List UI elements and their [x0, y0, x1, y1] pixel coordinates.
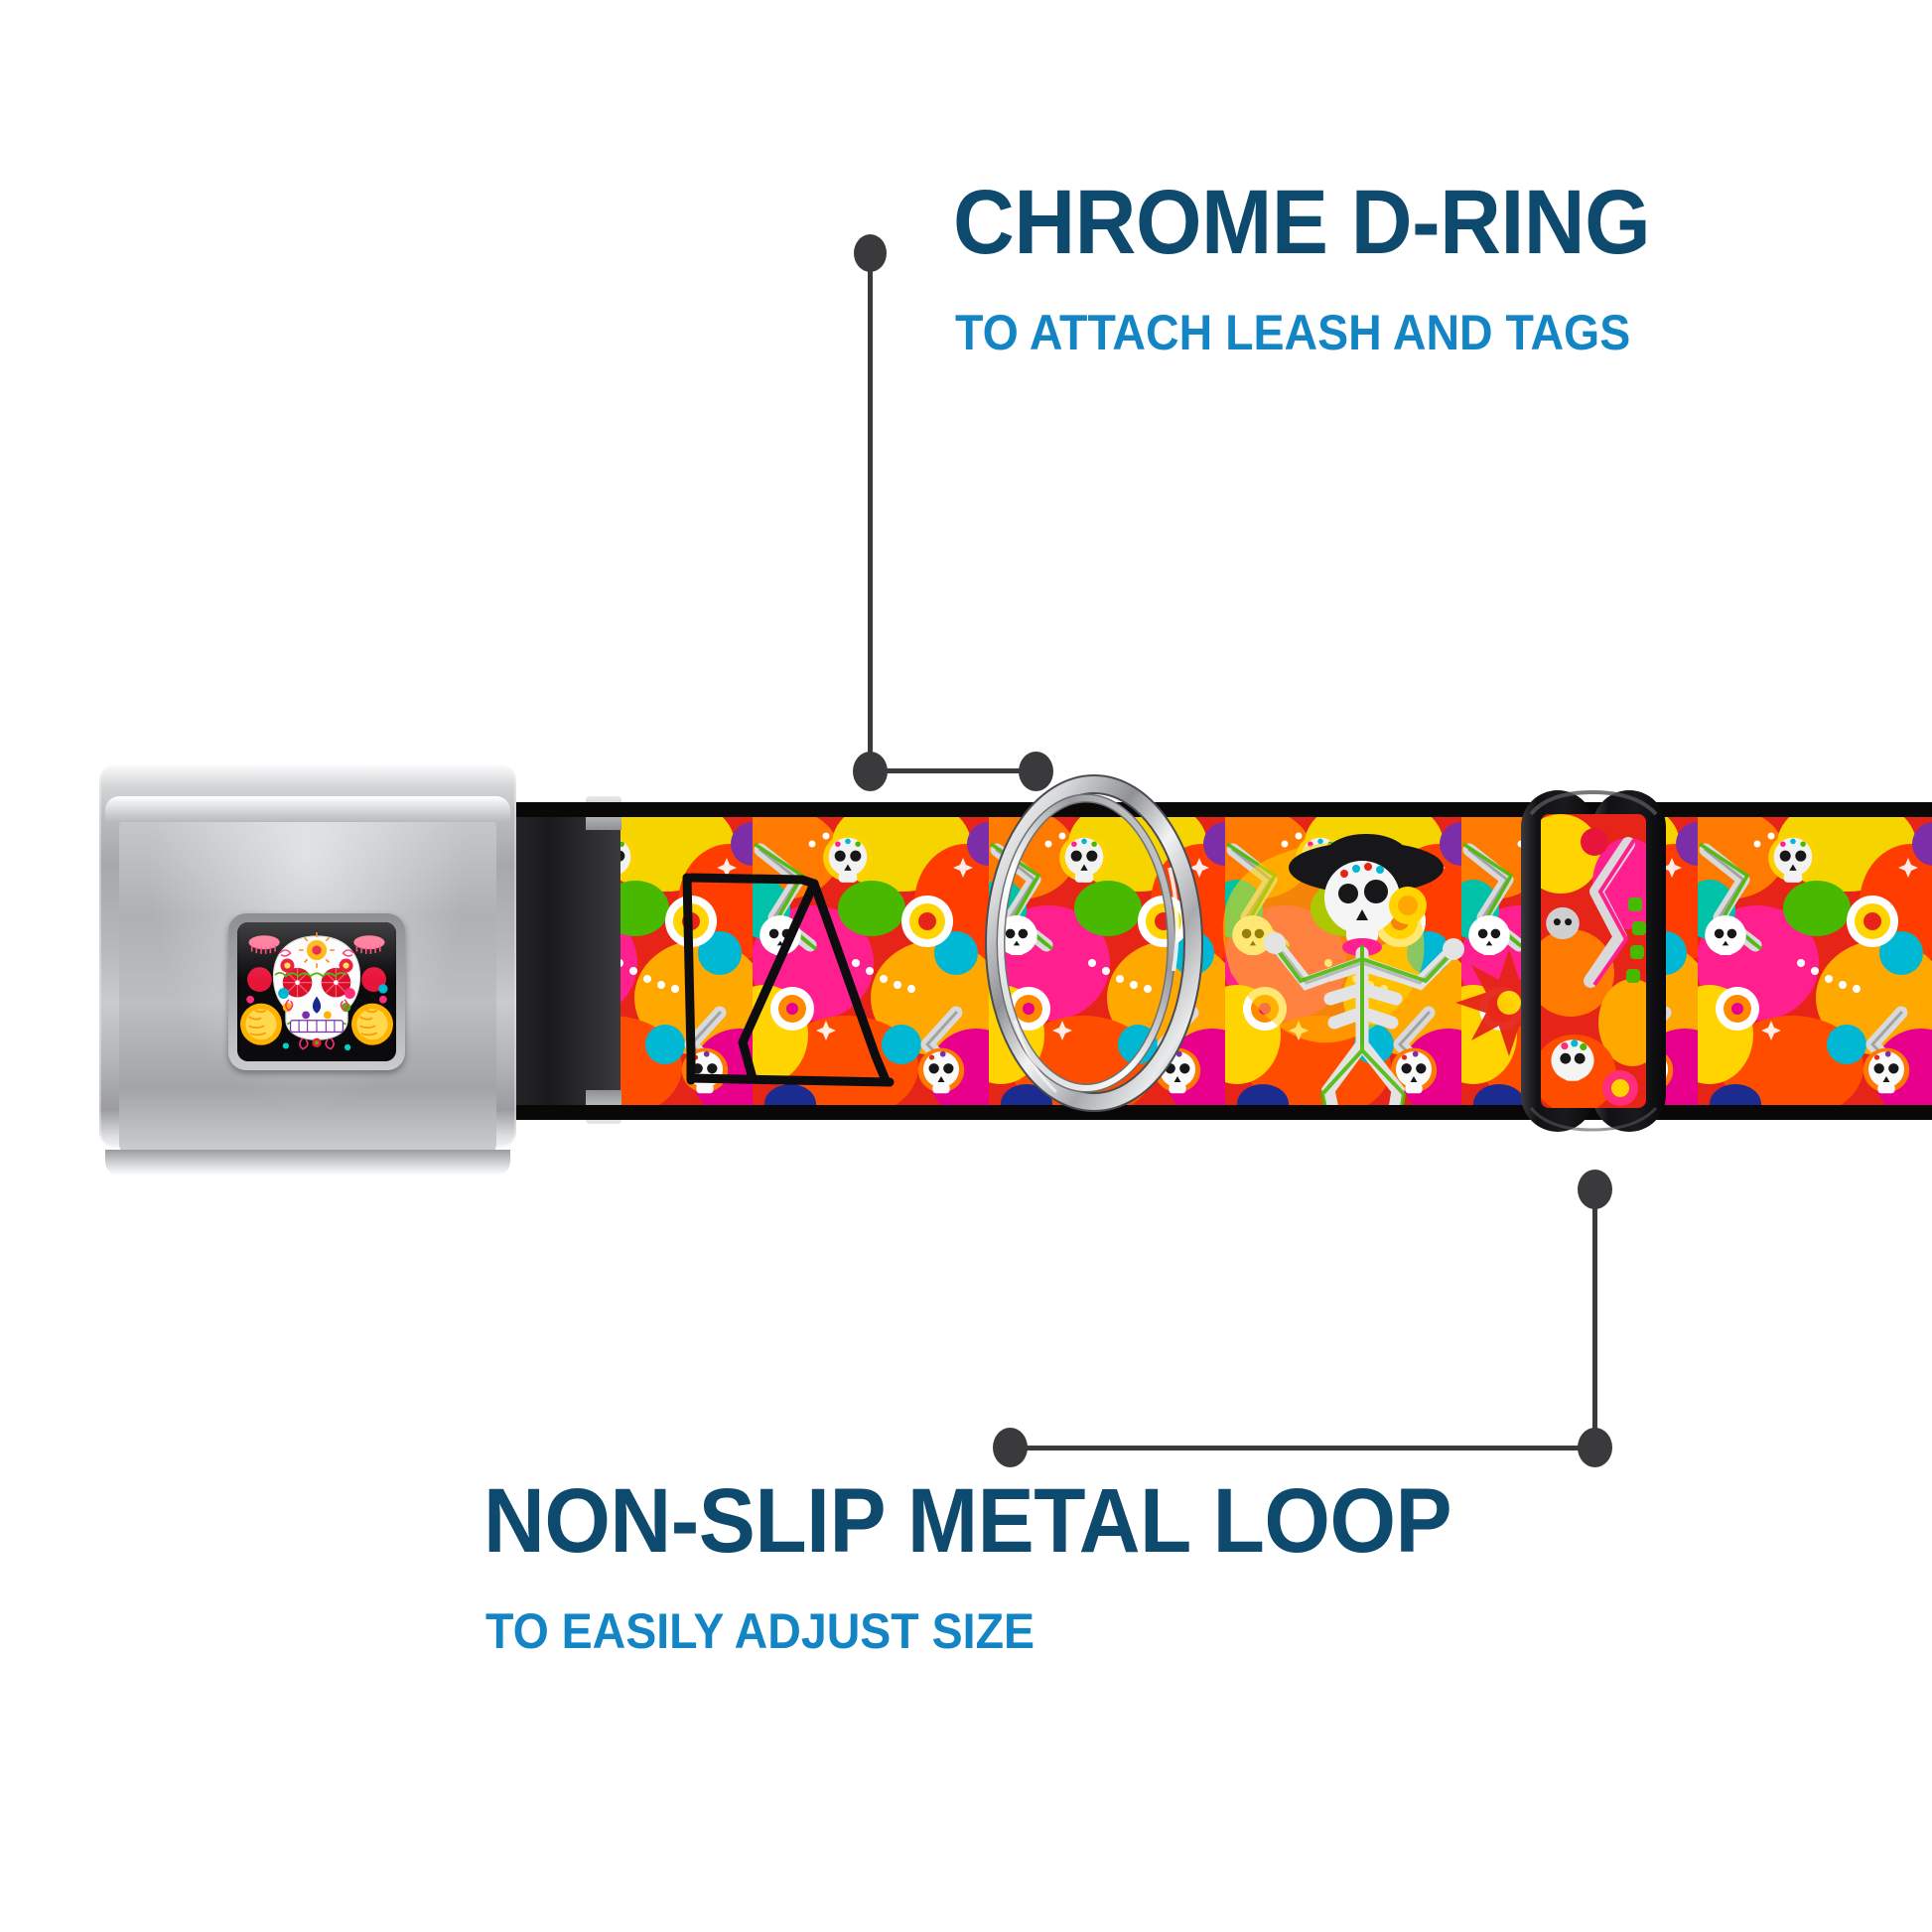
leader-line-horizontal	[868, 768, 1043, 773]
loop-slot-window	[1541, 814, 1646, 1108]
stitch-threads	[682, 873, 895, 1087]
callout-title-chrome-d-ring: CHROME D-RING	[953, 172, 1651, 273]
marigold-right	[351, 1003, 393, 1045]
dancing-skeleton-motif	[1222, 834, 1464, 1108]
daisy-right	[353, 935, 385, 954]
skull-shape	[272, 932, 361, 1050]
skull-teeth	[289, 1020, 345, 1034]
strap-edge-bottom	[516, 1105, 1932, 1120]
leader-dot-title	[993, 1428, 1028, 1467]
leader-line-vertical	[868, 250, 873, 770]
sugar-skull-icon	[239, 922, 394, 1061]
leader-dot-target	[1019, 752, 1053, 791]
strap-pattern-art	[516, 814, 1932, 1108]
inlay-glass-gloss	[237, 922, 396, 981]
daisy-left	[248, 935, 280, 954]
buckle-rim-bottom	[105, 1150, 510, 1175]
callout-title-non-slip-metal-loop: NON-SLIP METAL LOOP	[483, 1470, 1452, 1572]
chrome-d-ring[interactable]	[983, 772, 1205, 1114]
loop-slot-strap-art	[1541, 814, 1646, 1108]
collar-strap	[516, 802, 1932, 1120]
strap-edge-top	[516, 802, 1932, 817]
leader-dot-corner	[853, 752, 888, 791]
dog-collar-product	[0, 735, 1932, 1251]
callout-subtitle-chrome-d-ring: TO ATTACH LEASH AND TAGS	[955, 305, 1631, 360]
leader-dot-corner	[1578, 1428, 1612, 1467]
buckle-rim-top	[105, 796, 510, 822]
marigold-left	[240, 1003, 282, 1045]
collar-buckle[interactable]	[99, 735, 621, 1175]
leader-line-horizontal	[1009, 1446, 1596, 1450]
buckle-chrome-body	[99, 764, 516, 1175]
leader-line-vertical	[1592, 1186, 1597, 1449]
callout-subtitle-non-slip-metal-loop: TO EASILY ADJUST SIZE	[485, 1603, 1035, 1659]
buckle-skull-inlay	[228, 913, 405, 1070]
